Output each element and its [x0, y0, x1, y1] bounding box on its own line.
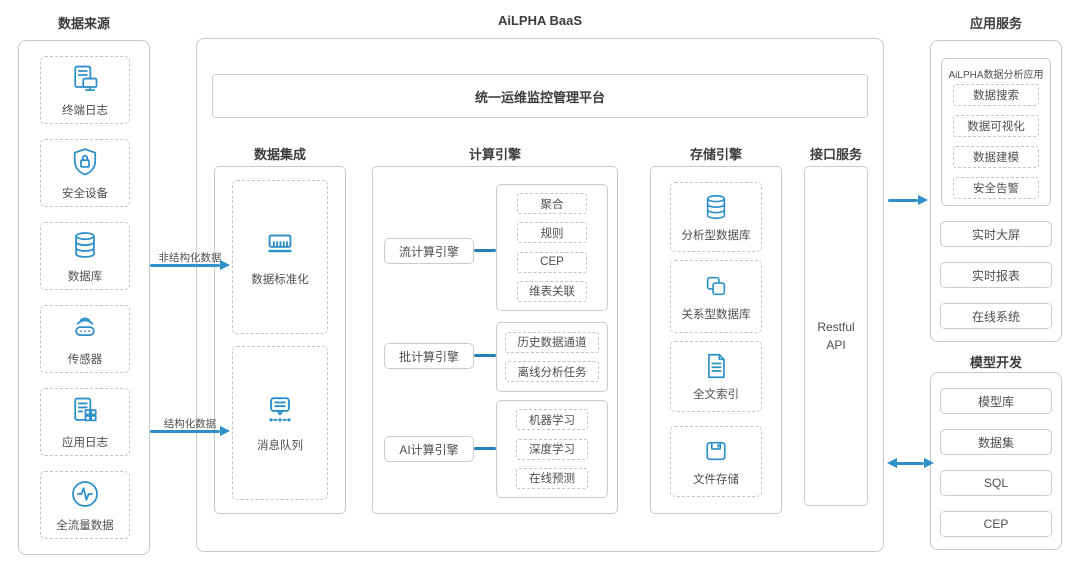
terminal-log-icon [74, 65, 98, 91]
compute-item: 历史数据通道 [505, 331, 599, 353]
stream-engine-group: 聚合 规则 CEP 维表关联 [496, 184, 608, 311]
compute-item: 深度学习 [516, 438, 588, 460]
compute-item: 离线分析任务 [505, 361, 599, 383]
model-item-model-library: 模型库 [940, 388, 1052, 414]
platform-title: AiLPHA BaaS [497, 13, 583, 28]
app-item-data-search: 数据搜索 [953, 84, 1039, 106]
restful-api-node: Restful API [804, 166, 868, 506]
source-label: 应用日志 [62, 436, 108, 449]
app-log-icon [74, 397, 97, 421]
platform-model-dev-arrow [896, 462, 924, 465]
model-dev-arrow-left-head-icon [887, 458, 897, 468]
app-services-title: 应用服务 [969, 16, 1022, 31]
storage-label: 关系型数据库 [681, 309, 751, 321]
structured-data-label: 结构化数据 [163, 418, 217, 430]
database-icon [75, 231, 95, 258]
compute-item: 机器学习 [516, 409, 588, 431]
storage-card-file-storage: 文件存储 [670, 426, 762, 497]
model-dev-title: 模型开发 [969, 355, 1022, 370]
storage-label: 文件存储 [693, 474, 739, 486]
app-item-security-alert: 安全告警 [953, 177, 1039, 199]
source-label: 终端日志 [62, 104, 108, 117]
model-item-sql: SQL [940, 470, 1052, 496]
ai-engine-connector [474, 447, 496, 450]
data-integration-title: 数据集成 [253, 147, 306, 162]
app-item-realtime-report: 实时报表 [940, 262, 1052, 288]
analytic-db-icon [706, 194, 726, 219]
compute-item: 规则 [517, 222, 587, 244]
model-item-dataset: 数据集 [940, 429, 1052, 455]
compute-item: CEP [517, 251, 587, 273]
unstructured-data-label: 非结构化数据 [158, 252, 222, 264]
message-queue-icon [269, 397, 291, 422]
traffic-data-icon [72, 480, 98, 507]
storage-engine-box [650, 166, 782, 514]
stream-engine-node: 流计算引擎 [384, 238, 474, 264]
analytics-app-box [941, 58, 1051, 206]
source-card-terminal-log: 终端日志 [40, 56, 130, 124]
storage-label: 全文索引 [693, 389, 739, 401]
integration-label: 消息队列 [257, 440, 303, 452]
data-integration-box [214, 166, 346, 514]
batch-engine-group: 历史数据通道 离线分析任务 [496, 322, 608, 392]
platform-to-apps-arrow-head-icon [918, 195, 928, 205]
integration-card-message-queue: 消息队列 [232, 346, 328, 500]
compute-item: 聚合 [517, 193, 587, 215]
compute-item: 维表关联 [517, 280, 587, 302]
source-card-database: 数据库 [40, 222, 130, 290]
storage-card-analytic-db: 分析型数据库 [670, 182, 762, 252]
standardization-icon [268, 234, 292, 253]
security-device-icon [73, 147, 97, 175]
platform-to-apps-arrow [888, 199, 918, 202]
integration-label: 数据标准化 [251, 274, 309, 286]
source-label: 数据库 [67, 270, 103, 283]
model-item-cep: CEP [940, 511, 1052, 537]
unstructured-data-arrow [150, 264, 220, 267]
batch-engine-node: 批计算引擎 [384, 343, 474, 369]
storage-card-relational-db: 关系型数据库 [670, 260, 762, 333]
source-card-app-log: 应用日志 [40, 388, 130, 456]
structured-data-arrow [150, 430, 220, 433]
storage-card-fulltext-index: 全文索引 [670, 341, 762, 412]
source-card-sensor: 传感器 [40, 305, 130, 373]
unstructured-arrow-head-icon [220, 260, 230, 270]
structured-arrow-head-icon [220, 426, 230, 436]
ai-engine-group: 机器学习 深度学习 在线预测 [496, 400, 608, 498]
compute-engine-title: 计算引擎 [468, 147, 521, 162]
app-item-realtime-screen: 实时大屏 [940, 221, 1052, 247]
data-sources-panel [18, 40, 150, 555]
source-card-security-device: 安全设备 [40, 139, 130, 207]
source-label: 传感器 [67, 353, 103, 366]
stream-engine-connector [474, 249, 496, 252]
source-card-traffic-data: 全流量数据 [40, 471, 130, 539]
relational-db-icon [706, 276, 726, 296]
source-label: 安全设备 [62, 187, 108, 200]
sensor-icon [75, 317, 95, 336]
storage-label: 分析型数据库 [681, 229, 751, 242]
compute-item: 在线预测 [516, 467, 588, 489]
ops-banner: 统一运维监控管理平台 [212, 74, 868, 118]
integration-card-standardization: 数据标准化 [232, 180, 328, 334]
api-service-title: 接口服务 [809, 147, 862, 162]
analytics-app-title: AiLPHA数据分析应用 [948, 70, 1044, 81]
fulltext-index-icon [708, 353, 725, 379]
storage-engine-title: 存储引擎 [689, 147, 742, 162]
file-storage-icon [706, 441, 726, 461]
batch-engine-connector [474, 354, 496, 357]
app-item-data-visualization: 数据可视化 [953, 115, 1039, 137]
data-sources-title: 数据来源 [57, 16, 110, 31]
ai-engine-node: AI计算引擎 [384, 436, 474, 462]
model-dev-arrow-right-head-icon [924, 458, 934, 468]
source-label: 全流量数据 [56, 519, 114, 532]
app-item-online-system: 在线系统 [940, 303, 1052, 329]
app-item-data-modeling: 数据建模 [953, 146, 1039, 168]
